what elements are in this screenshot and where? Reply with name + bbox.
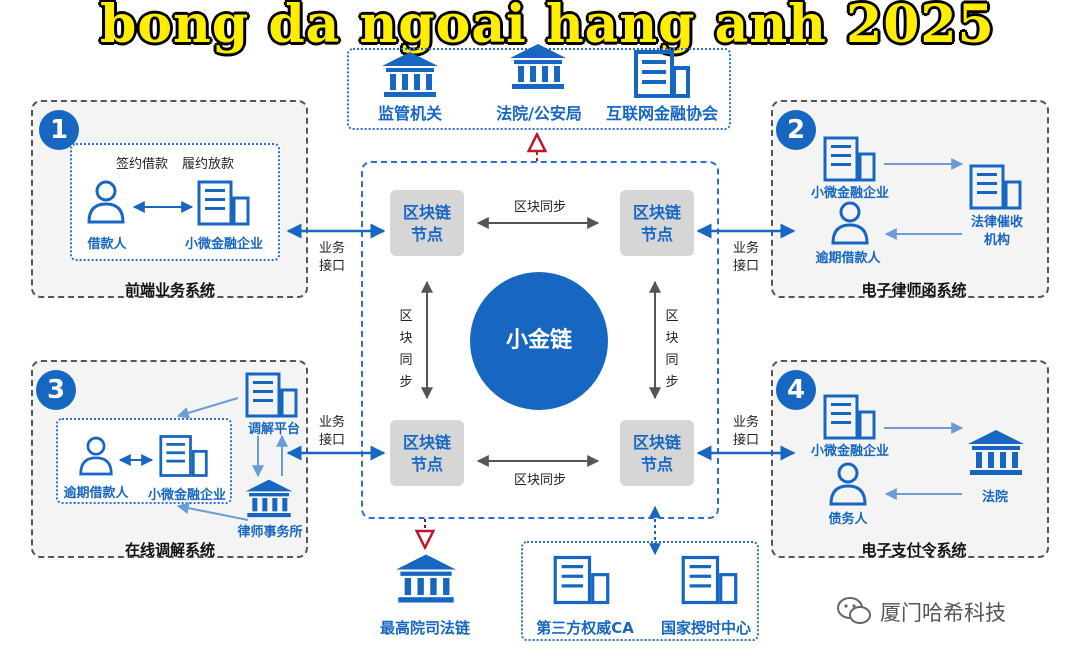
system2-badge: 2 bbox=[776, 110, 816, 150]
interface-line2: 接口 bbox=[732, 433, 759, 448]
system3-caption: 在线调解系统 bbox=[124, 541, 215, 559]
overdue-borrower-label: 逾期借款人 bbox=[815, 251, 881, 266]
supreme-court-chain-label: 最高院司法链 bbox=[379, 619, 470, 637]
interface-label-1: 业务接口 bbox=[312, 240, 352, 276]
interface-label-4: 业务接口 bbox=[726, 414, 766, 450]
enterprise-label: 小微金融企业 bbox=[147, 488, 226, 503]
xiaojinlian-core: 小金链 bbox=[470, 272, 608, 410]
office-building-icon bbox=[823, 136, 876, 182]
national-time-center-label: 国家授时中心 bbox=[660, 619, 751, 637]
node-label-line2: 节点 bbox=[410, 225, 443, 244]
collection-agency-line2: 机构 bbox=[983, 233, 1010, 248]
court-police-label: 法院/公安局 bbox=[496, 104, 582, 123]
interface-line1: 业务 bbox=[732, 415, 759, 430]
system4-caption: 电子支付令系统 bbox=[861, 541, 967, 559]
person-icon bbox=[829, 462, 867, 506]
bank-icon bbox=[382, 52, 438, 97]
sync-char: 区 bbox=[665, 309, 679, 324]
block-sync-left-label: 区块同步 bbox=[398, 306, 414, 394]
sync-char: 步 bbox=[399, 375, 413, 390]
person-icon bbox=[87, 180, 125, 224]
interface-line1: 业务 bbox=[318, 415, 345, 430]
sync-char: 同 bbox=[399, 353, 413, 368]
chain-box bbox=[361, 161, 719, 519]
block-sync-top-label: 区块同步 bbox=[513, 200, 566, 215]
collection-agency-line1: 法律催收 bbox=[970, 215, 1023, 230]
law-firm-label: 律师事务所 bbox=[237, 525, 303, 540]
sync-char: 步 bbox=[665, 375, 679, 390]
node-label-line1: 区块链 bbox=[402, 203, 451, 222]
blockchain-node-top-left: 区块链 节点 bbox=[390, 190, 464, 256]
interface-line1: 业务 bbox=[732, 241, 759, 256]
office-building-icon bbox=[969, 164, 1022, 210]
interface-label-2: 业务接口 bbox=[726, 240, 766, 276]
overdue-borrower-label: 逾期借款人 bbox=[63, 486, 129, 501]
watermark-text: 厦门哈希科技 bbox=[880, 601, 1006, 625]
blockchain-node-bottom-left: 区块链 节点 bbox=[390, 420, 464, 486]
trust-services-box bbox=[521, 541, 759, 641]
block-sync-bottom-label: 区块同步 bbox=[513, 473, 566, 488]
bank-icon bbox=[510, 44, 566, 89]
debtor-label: 债务人 bbox=[828, 512, 868, 527]
disburse-loan-label: 履约放款 bbox=[182, 157, 235, 172]
collection-agency-label: 法律催收 机构 bbox=[960, 214, 1034, 250]
office-building-icon bbox=[634, 50, 690, 98]
office-building-icon bbox=[681, 555, 738, 605]
sync-char: 区 bbox=[399, 309, 413, 324]
interface-line2: 接口 bbox=[318, 433, 345, 448]
page-title: bong da ngoai hang anh 2025 bbox=[100, 0, 995, 55]
office-building-icon bbox=[553, 555, 610, 605]
person-icon bbox=[79, 436, 113, 476]
node-label-line2: 节点 bbox=[410, 455, 443, 474]
node-label-line2: 节点 bbox=[640, 455, 673, 474]
office-building-icon bbox=[197, 180, 250, 226]
borrower-label: 借款人 bbox=[87, 237, 127, 252]
system1-caption: 前端业务系统 bbox=[124, 281, 215, 299]
office-building-icon bbox=[245, 372, 298, 418]
wechat-icon bbox=[837, 597, 871, 624]
interface-line1: 业务 bbox=[318, 241, 345, 256]
blockchain-node-bottom-right: 区块链 节点 bbox=[620, 420, 694, 486]
sign-loan-label: 签约借款 bbox=[116, 157, 169, 172]
system4-badge: 4 bbox=[776, 370, 816, 410]
mediation-platform-label: 调解平台 bbox=[247, 422, 300, 437]
interface-line2: 接口 bbox=[318, 259, 345, 274]
bank-icon bbox=[245, 479, 293, 518]
sync-char: 块 bbox=[665, 331, 679, 346]
enterprise-label: 小微金融企业 bbox=[810, 186, 889, 201]
bank-icon bbox=[968, 430, 1024, 475]
office-building-icon bbox=[159, 435, 208, 477]
third-party-ca-label: 第三方权威CA bbox=[536, 619, 634, 637]
system2-caption: 电子律师函系统 bbox=[861, 281, 967, 299]
interface-label-3: 业务接口 bbox=[312, 414, 352, 450]
node-label-line1: 区块链 bbox=[632, 203, 681, 222]
sync-char: 块 bbox=[399, 331, 413, 346]
person-icon bbox=[831, 201, 869, 245]
block-sync-right-label: 区块同步 bbox=[664, 306, 680, 394]
office-building-icon bbox=[823, 394, 876, 440]
fintech-association-label: 互联网金融协会 bbox=[605, 104, 718, 123]
enterprise-label: 小微金融企业 bbox=[810, 444, 889, 459]
bank-icon bbox=[396, 554, 456, 603]
blockchain-node-top-right: 区块链 节点 bbox=[620, 190, 694, 256]
node-label-line2: 节点 bbox=[640, 225, 673, 244]
system3-badge: 3 bbox=[36, 370, 76, 410]
node-label-line1: 区块链 bbox=[632, 433, 681, 452]
enterprise-label: 小微金融企业 bbox=[184, 237, 263, 252]
sync-char: 同 bbox=[665, 353, 679, 368]
node-label-line1: 区块链 bbox=[402, 433, 451, 452]
interface-line2: 接口 bbox=[732, 259, 759, 274]
regulator-label: 监管机关 bbox=[377, 104, 442, 123]
court-label: 法院 bbox=[981, 490, 1008, 505]
